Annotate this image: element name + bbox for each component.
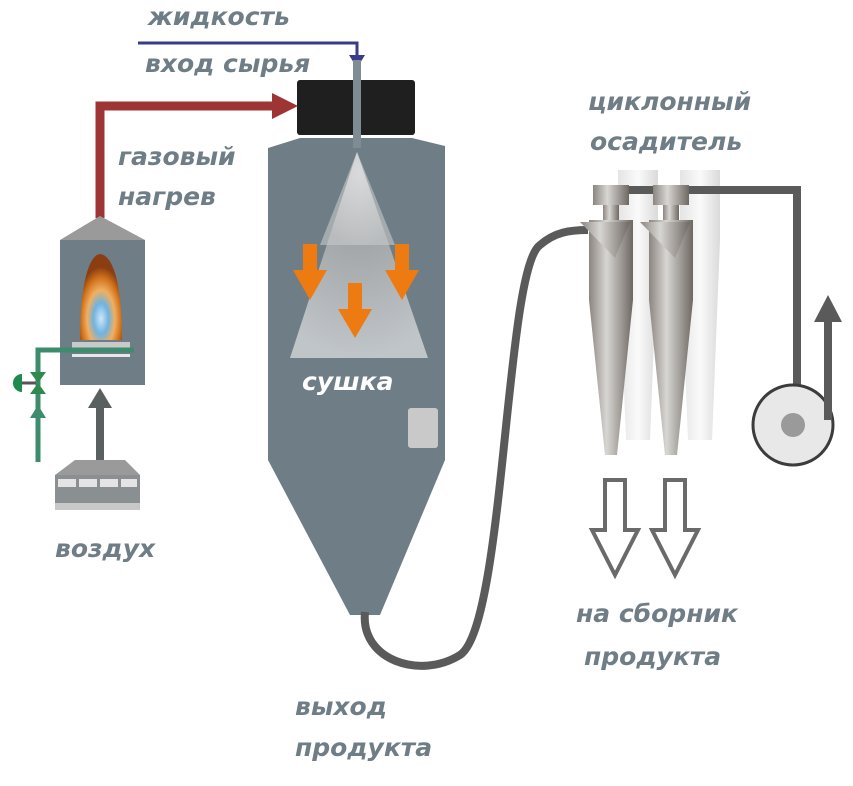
label-product-out-2: продукта: [295, 733, 432, 762]
label-gas-heating-1: газовый: [118, 142, 236, 171]
valve-icon: [13, 374, 22, 392]
nozzle: [353, 60, 361, 148]
hot-gas-arrow-icon: [272, 93, 298, 119]
label-feed-inlet: вход сырья: [145, 49, 310, 78]
air-arrow-icon: [88, 388, 112, 408]
collector-arrows: [588, 478, 702, 580]
label-gas-heating-2: нагрев: [118, 182, 216, 211]
gas-heater: [60, 216, 145, 385]
exhaust-fan: [751, 295, 842, 467]
drying-chamber: [268, 60, 445, 615]
label-drying: сушка: [302, 367, 394, 396]
product-hose: [360, 226, 589, 670]
gas-supply-line: [13, 347, 134, 462]
label-collector-1: на сборник: [576, 599, 739, 628]
label-product-out-1: выход: [295, 692, 387, 721]
air-inlet: [55, 388, 140, 510]
flame-icon: [80, 254, 122, 340]
label-collector-2: продукта: [584, 642, 721, 671]
hot-gas-pipe: [95, 93, 298, 218]
spray-arrows: [293, 244, 419, 338]
cyclone-separator: [580, 170, 801, 455]
label-air: воздух: [55, 534, 156, 563]
exhaust-arrow-icon: [814, 295, 842, 322]
label-liquid: жидкость: [147, 2, 290, 31]
label-cyclone-2: осадитель: [590, 127, 742, 156]
label-cyclone-1: циклонный: [588, 87, 751, 116]
